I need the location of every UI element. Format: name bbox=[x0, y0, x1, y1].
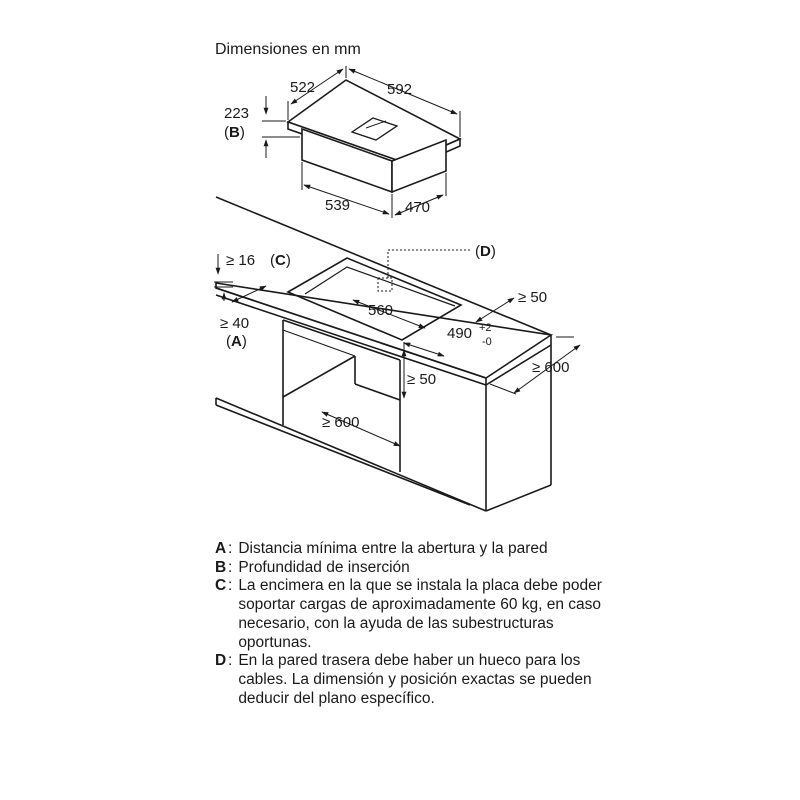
cable-hole bbox=[377, 277, 393, 292]
legend: A: Distancia mínima entre la abertura y … bbox=[215, 540, 615, 708]
legend-key: D bbox=[215, 652, 227, 670]
legend-item-b: B: Profundidad de inserción bbox=[215, 559, 615, 578]
legend-item-c: C: La encimera en la que se instala la p… bbox=[215, 577, 615, 652]
dim-cutout-tol-plus: +2 bbox=[479, 322, 492, 334]
dim-cutout-width: 560 bbox=[368, 302, 393, 319]
dim-hob-lower-depth: 470 bbox=[405, 199, 430, 216]
dim-hob-depth: 592 bbox=[387, 81, 412, 98]
dim-front-min: ≥ 40 bbox=[220, 315, 249, 332]
dim-cutout-tol-minus: -0 bbox=[482, 336, 492, 348]
legend-text: Distancia mínima entre la abertura y la … bbox=[238, 540, 548, 557]
label-c: (C) bbox=[270, 252, 291, 269]
legend-item-d: D: En la pared trasera debe haber un hue… bbox=[215, 652, 615, 708]
dim-depth-min: ≥ 600 bbox=[532, 359, 569, 376]
dim-side-top-min: ≥ 50 bbox=[518, 289, 547, 306]
hob-dimensions bbox=[262, 66, 461, 218]
wall-and-countertop bbox=[215, 196, 554, 386]
base-cabinet bbox=[215, 319, 552, 512]
legend-item-a: A: Distancia mínima entre la abertura y … bbox=[215, 540, 615, 559]
legend-key: B bbox=[215, 558, 227, 576]
dim-cabinet-depth-min: ≥ 600 bbox=[322, 414, 359, 431]
hob-vent bbox=[350, 117, 399, 141]
dim-hob-height: 223 bbox=[224, 105, 249, 122]
label-d: (D) bbox=[475, 243, 496, 260]
hob-unit bbox=[286, 79, 462, 194]
legend-text: La encimera en la que se instala la plac… bbox=[238, 577, 602, 651]
dim-hob-lower-width: 539 bbox=[325, 197, 350, 214]
label-a: (A) bbox=[226, 333, 247, 350]
legend-text: En la pared trasera debe haber un hueco … bbox=[238, 652, 592, 707]
dim-hob-width: 522 bbox=[290, 79, 315, 96]
dim-side-min: ≥ 50 bbox=[407, 371, 436, 388]
installation-diagram: Dimensiones en mm 522 592 223 (B) 539 47… bbox=[214, 41, 581, 512]
install-dimensions bbox=[214, 249, 581, 447]
label-b: (B) bbox=[224, 124, 245, 141]
legend-text: Profundidad de inserción bbox=[238, 558, 410, 576]
diagram-title: Dimensiones en mm bbox=[215, 41, 361, 58]
dim-cutout-depth: 490 bbox=[447, 325, 472, 342]
legend-key: C bbox=[215, 577, 227, 595]
dim-countertop-min: ≥ 16 bbox=[226, 252, 255, 269]
legend-key: A bbox=[215, 540, 227, 557]
